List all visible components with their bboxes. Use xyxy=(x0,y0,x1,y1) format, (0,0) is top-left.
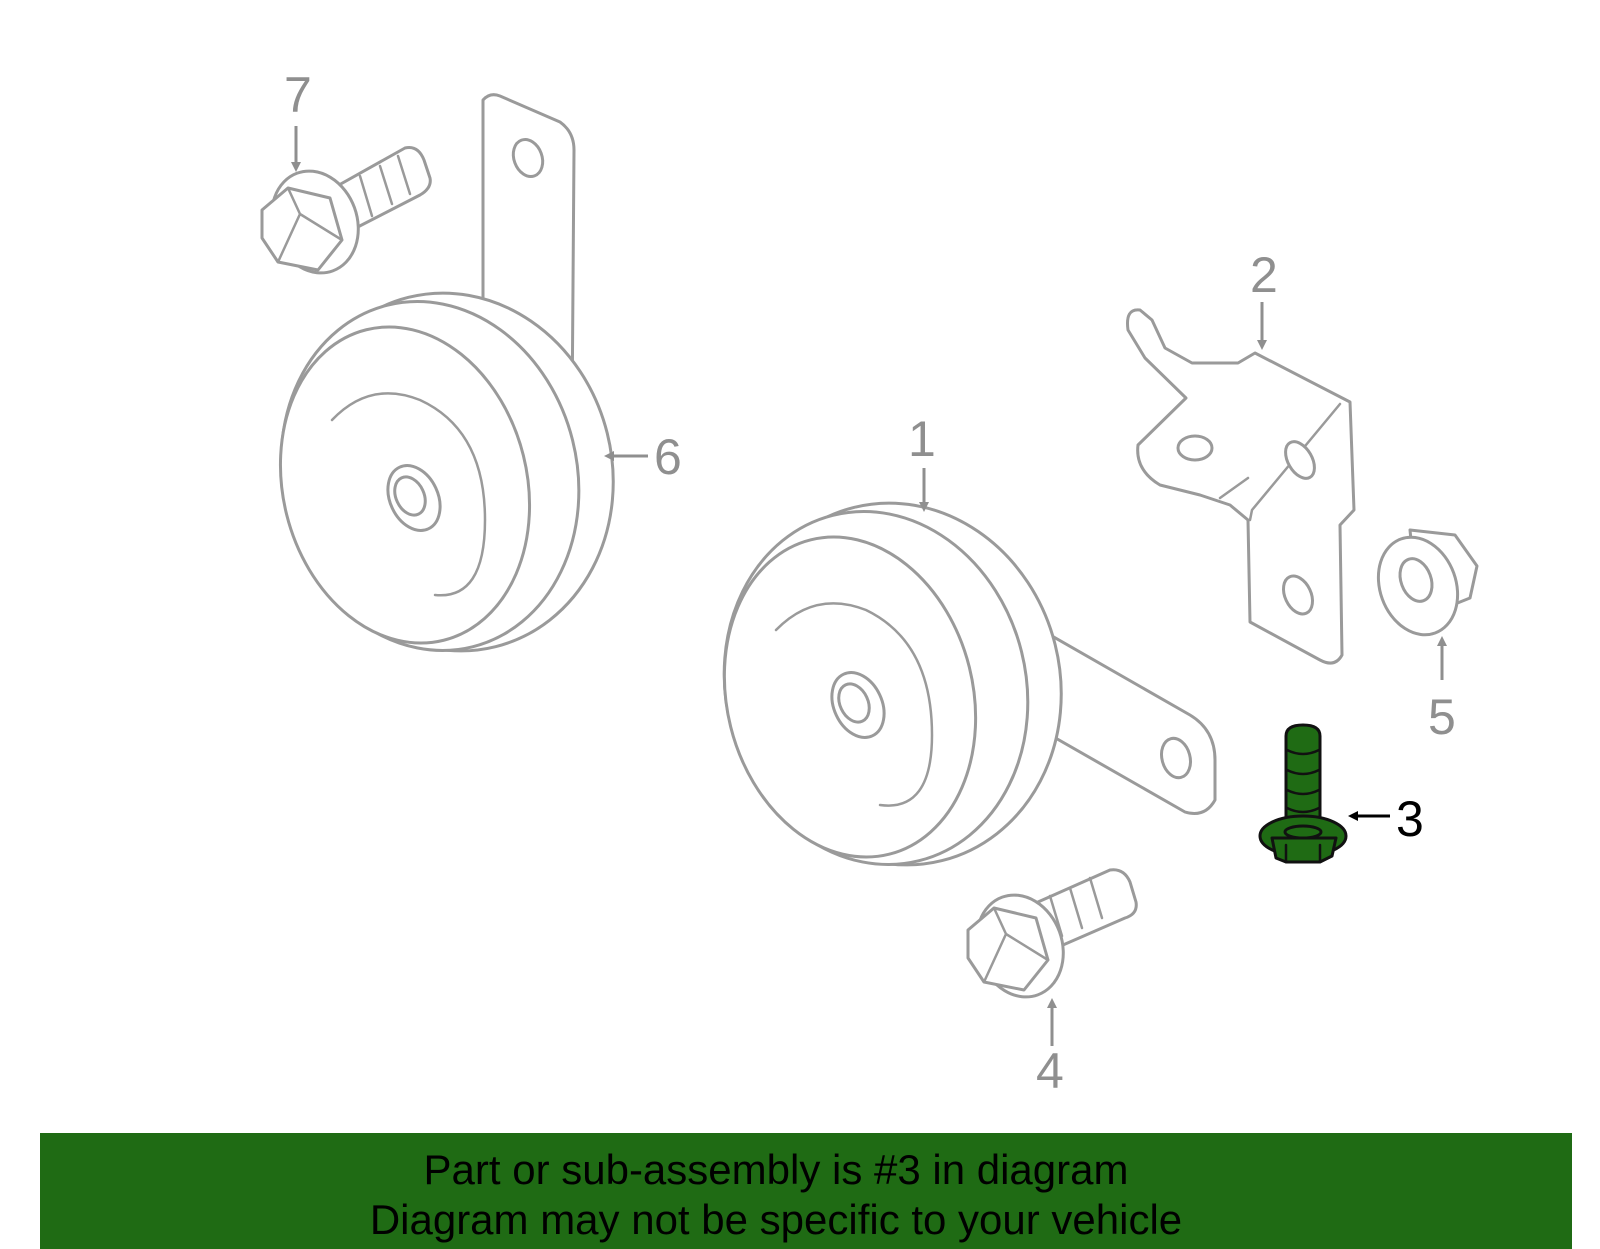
part-5-nut xyxy=(1376,528,1479,637)
parts-diagram: 7 6 1 2 5 4 3 xyxy=(260,67,1479,1099)
banner-line-disclaimer: Diagram may not be specific to your vehi… xyxy=(369,1196,1183,1243)
callout-2: 2 xyxy=(1250,247,1278,303)
callout-7: 7 xyxy=(284,67,312,123)
part-1-horn xyxy=(722,501,1217,867)
part-3-bolt-highlighted xyxy=(1258,723,1348,864)
part-2-bracket xyxy=(1126,308,1356,665)
callout-6: 6 xyxy=(654,429,682,485)
part-4-bolt xyxy=(966,868,1138,999)
callout-4: 4 xyxy=(1036,1043,1064,1099)
info-banner: Part or sub-assembly is #3 in diagram Di… xyxy=(40,1133,1572,1249)
callout-3: 3 xyxy=(1396,791,1424,847)
callout-5: 5 xyxy=(1428,689,1456,745)
part-6-horn xyxy=(278,93,615,653)
banner-line-part-info: Part or sub-assembly is #3 in diagram xyxy=(423,1146,1129,1193)
callout-1: 1 xyxy=(908,411,936,467)
part-7-bolt xyxy=(260,146,432,275)
